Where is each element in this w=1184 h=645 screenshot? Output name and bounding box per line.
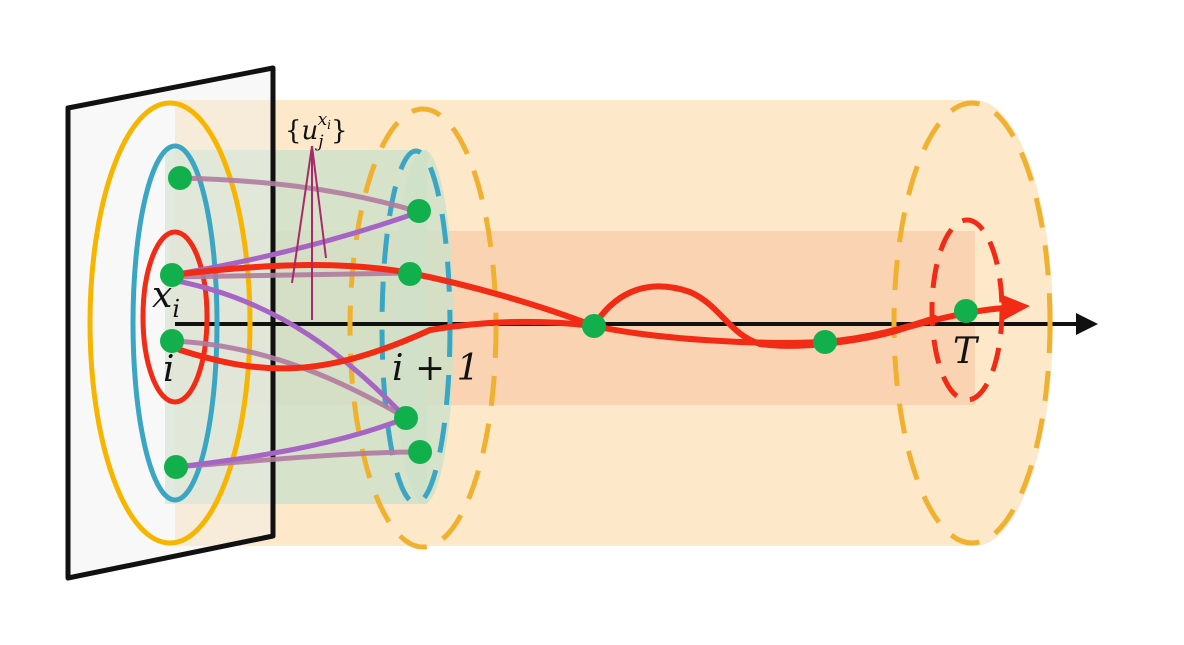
- purple-link-middle: [169, 277, 409, 421]
- node-next-top: [407, 199, 431, 223]
- label-x-i: xi: [152, 275, 180, 323]
- node-terminal: [954, 299, 978, 323]
- node-next-lower: [394, 406, 418, 430]
- label-terminal: T: [953, 331, 980, 372]
- label-step-i: i: [163, 349, 175, 390]
- state-plane: [65, 65, 276, 581]
- trajectory-arrowhead: [1000, 294, 1030, 320]
- time-axis-arrowhead: [1076, 313, 1098, 335]
- node-sample-lower: [160, 329, 184, 353]
- label-step-next: i + 1: [392, 348, 479, 389]
- outer-ring-i: [87, 100, 253, 546]
- red-trajectory-b: [177, 319, 597, 372]
- callout-line-3: [311, 145, 327, 259]
- neighbor-ring-i: [130, 143, 220, 503]
- node-sample-bottom: [164, 455, 188, 479]
- sample-link-top: [177, 175, 422, 215]
- node-next-bottom: [408, 440, 432, 464]
- label-sample-set: {ujxi}: [285, 110, 348, 152]
- outer-ring-next: [347, 106, 499, 550]
- trajectory-ring-i: [140, 229, 210, 405]
- outer-ring-terminal: [891, 100, 1053, 546]
- node-next-middle: [398, 262, 422, 286]
- purple-link-bottom: [173, 415, 409, 470]
- callout-line-1: [291, 145, 313, 284]
- node-x-i: [160, 263, 184, 287]
- node-mid: [813, 330, 837, 354]
- node-merge: [582, 314, 606, 338]
- sample-link-middle-a: [169, 270, 413, 280]
- red-trajectory-lower: [591, 315, 938, 346]
- node-sample-top: [168, 166, 192, 190]
